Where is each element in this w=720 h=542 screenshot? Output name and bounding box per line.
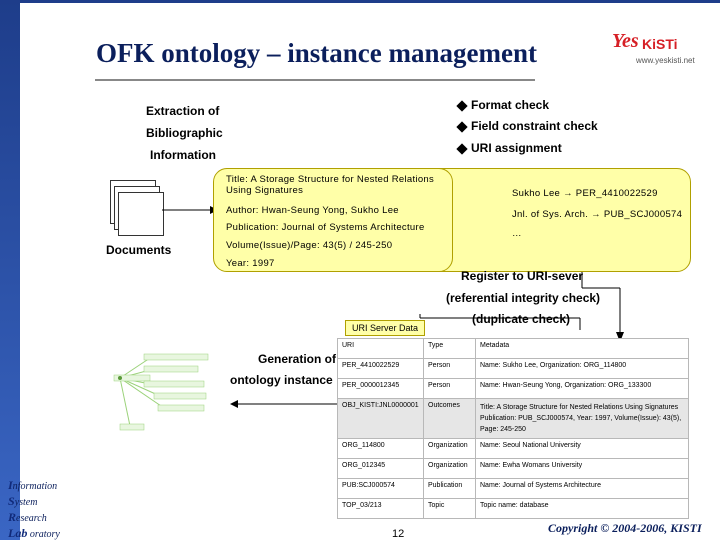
uri-server-data-label: URI Server Data — [345, 320, 426, 336]
table-cell: OBJ_KISTI:JNL0000001 — [337, 398, 424, 439]
left-decorative-bar — [0, 0, 20, 540]
lab-line: Lab oratory — [8, 526, 60, 540]
uri-assignment-person: Sukho Lee → PER_4410022529 — [512, 188, 658, 199]
check-item-uri-assignment: URI assignment — [456, 141, 562, 155]
table-cell: Publication — [423, 478, 476, 499]
metadata-volume: Volume(Issue)/Page: 43(5) / 245-250 — [226, 240, 393, 251]
bullet-icon — [456, 143, 468, 155]
flow-connectors — [419, 272, 624, 342]
table-cell: PER_0000012345 — [337, 378, 424, 399]
kisti-logo: Yes KiSTi www.yeskisti.net — [612, 30, 708, 72]
metadata-publication: Publication: Journal of Systems Architec… — [226, 222, 425, 233]
uri-server-table: URI Type Metadata PER_4410022529 Person … — [337, 338, 689, 519]
table-cell: Name: Seoul National University — [475, 438, 689, 459]
table-row: PER_0000012345 Person Name: Hwan-Seung Y… — [337, 378, 689, 399]
table-cell: Topic name: database — [475, 498, 689, 519]
table-cell: TOP_03/213 — [337, 498, 424, 519]
check-item-label: Format check — [471, 98, 550, 112]
generation-label-line1: Generation of — [258, 352, 337, 366]
table-cell: Name: Sukho Lee, Organization: ORG_11480… — [475, 358, 689, 379]
check-item-label: URI assignment — [471, 141, 562, 155]
table-header-cell: Type — [423, 338, 476, 359]
table-cell: Name: Ewha Womans University — [475, 458, 689, 479]
extraction-label-line1: Extraction of — [146, 104, 220, 118]
copyright-notice: Copyright © 2004-2006, KISTI — [548, 521, 702, 535]
check-item-format: Format check — [456, 98, 550, 112]
table-row: ORG_012345 Organization Name: Ewha Woman… — [337, 458, 689, 479]
table-cell: Outcomes — [423, 398, 476, 439]
table-cell: Organization — [423, 438, 476, 459]
table-cell: Topic — [423, 498, 476, 519]
table-cell: ORG_012345 — [337, 458, 424, 479]
uri-assignment-more: … — [512, 228, 522, 239]
table-row: ORG_114800 Organization Name: Seoul Nati… — [337, 438, 689, 459]
slide-title: OFK ontology – instance management — [96, 38, 537, 68]
title-underline — [95, 79, 535, 81]
arrow-left-icon — [230, 400, 338, 408]
lab-line: Research — [8, 510, 47, 524]
lab-line: Information — [8, 478, 58, 492]
table-cell: Name: Hwan-Seung Yong, Organization: ORG… — [475, 378, 689, 399]
table-cell: Person — [423, 358, 476, 379]
arrow-right-icon — [162, 206, 218, 214]
page-number: 12 — [392, 528, 405, 540]
table-cell: ORG_114800 — [337, 438, 424, 459]
check-item-label: Field constraint check — [471, 119, 598, 133]
referential-check-label: (referential integrity check) — [446, 291, 601, 305]
table-row: OBJ_KISTI:JNL0000001 Outcomes Title: A S… — [337, 398, 689, 439]
register-label: Register to URI-sever — [461, 269, 584, 283]
table-row: PUB:SCJ000574 Publication Name: Journal … — [337, 478, 689, 499]
logo-url-text: www.yeskisti.net — [636, 56, 695, 65]
table-cell: PUB:SCJ000574 — [337, 478, 424, 499]
document-icon — [118, 192, 164, 236]
bullet-icon — [456, 121, 468, 133]
uri-assignment-publication: Jnl. of Sys. Arch. → PUB_SCJ000574 — [512, 209, 683, 220]
ontology-graph-thumbnail — [113, 353, 209, 431]
table-header-cell: URI — [337, 338, 424, 359]
table-row: PER_4410022529 Person Name: Sukho Lee, O… — [337, 358, 689, 379]
table-cell: Organization — [423, 458, 476, 479]
check-item-field-constraint: Field constraint check — [456, 119, 598, 133]
table-row: TOP_03/213 Topic Topic name: database — [337, 498, 689, 519]
table-cell: Name: Journal of Systems Architecture — [475, 478, 689, 499]
isrl-branding: Information System Research Lab oratory — [8, 478, 60, 542]
logo-kisti-text: KiSTi — [642, 36, 678, 52]
top-rule — [20, 0, 720, 3]
metadata-year: Year: 1997 — [226, 258, 275, 269]
extraction-label-line3: Information — [150, 148, 216, 162]
metadata-author: Author: Hwan-Seung Yong, Sukho Lee — [226, 205, 399, 216]
table-header-cell: Metadata — [475, 338, 689, 359]
documents-label: Documents — [106, 243, 172, 257]
duplicate-check-label: (duplicate check) — [472, 312, 571, 326]
table-cell: Title: A Storage Structure for Nested Re… — [475, 398, 689, 439]
metadata-box — [213, 168, 453, 272]
table-header-row: URI Type Metadata — [337, 338, 689, 359]
bullet-icon — [456, 100, 468, 112]
generation-label-line2: ontology instance — [230, 373, 333, 387]
table-cell: Person — [423, 378, 476, 399]
metadata-title: Title: A Storage Structure for Nested Re… — [226, 174, 435, 196]
table-cell: PER_4410022529 — [337, 358, 424, 379]
logo-yes-text: Yes — [612, 30, 639, 52]
extraction-label-line2: Bibliographic — [146, 126, 223, 140]
lab-line: System — [8, 494, 38, 508]
